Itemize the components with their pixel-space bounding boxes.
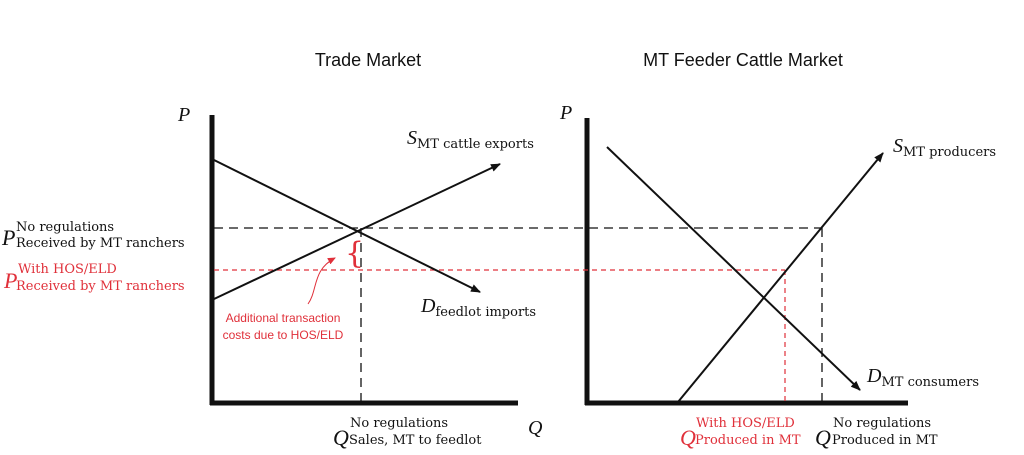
- left-chart-title: Trade Market: [315, 50, 421, 70]
- qty-hos-sub: Produced in MT: [695, 433, 801, 448]
- price-hos-sup: With HOS/ELD: [18, 262, 117, 277]
- qty-no-regulations-label: Q: [815, 425, 831, 450]
- supply-mt-producers-line: [677, 152, 884, 403]
- annotation-line-1: Additional transaction: [226, 311, 341, 325]
- price-hos-label: P: [3, 268, 17, 293]
- supply-mt-cattle-exports-line: [213, 163, 501, 300]
- left-x-axis-label: Q: [528, 417, 543, 439]
- qty-no-regulations-sub: Produced in MT: [832, 433, 938, 448]
- qty-no-regulations-sup: No regulations: [833, 416, 931, 431]
- demand-right-label: DMT consumers: [866, 365, 979, 390]
- demand-feedlot-imports-line: [213, 159, 481, 293]
- supply-right-label: SMT producers: [893, 135, 996, 160]
- qty-hos-label: Q: [680, 425, 696, 450]
- demand-left-label: Dfeedlot imports: [420, 295, 536, 320]
- price-no-regulations-label: P: [1, 225, 15, 250]
- right-y-axis-label: P: [559, 102, 572, 124]
- annotation-arrow: [307, 257, 336, 305]
- qty-sales-sup: No regulations: [350, 416, 448, 431]
- transaction-cost-brace: {: [345, 236, 364, 271]
- supply-left-label: SMT cattle exports: [407, 127, 534, 152]
- qty-hos-sup: With HOS/ELD: [696, 416, 795, 431]
- qty-sales-sub: Sales, MT to feedlot: [349, 433, 482, 448]
- price-no-regulations-sup: No regulations: [16, 220, 114, 235]
- right-chart-title: MT Feeder Cattle Market: [643, 50, 843, 70]
- annotation-line-2: costs due to HOS/ELD: [223, 328, 344, 342]
- demand-mt-consumers-line: [606, 146, 861, 391]
- price-hos-sub: Received by MT ranchers: [16, 279, 185, 294]
- price-no-regulations-sub: Received by MT ranchers: [16, 236, 185, 251]
- qty-sales-label: Q: [333, 425, 349, 450]
- left-y-axis-label: P: [177, 104, 190, 126]
